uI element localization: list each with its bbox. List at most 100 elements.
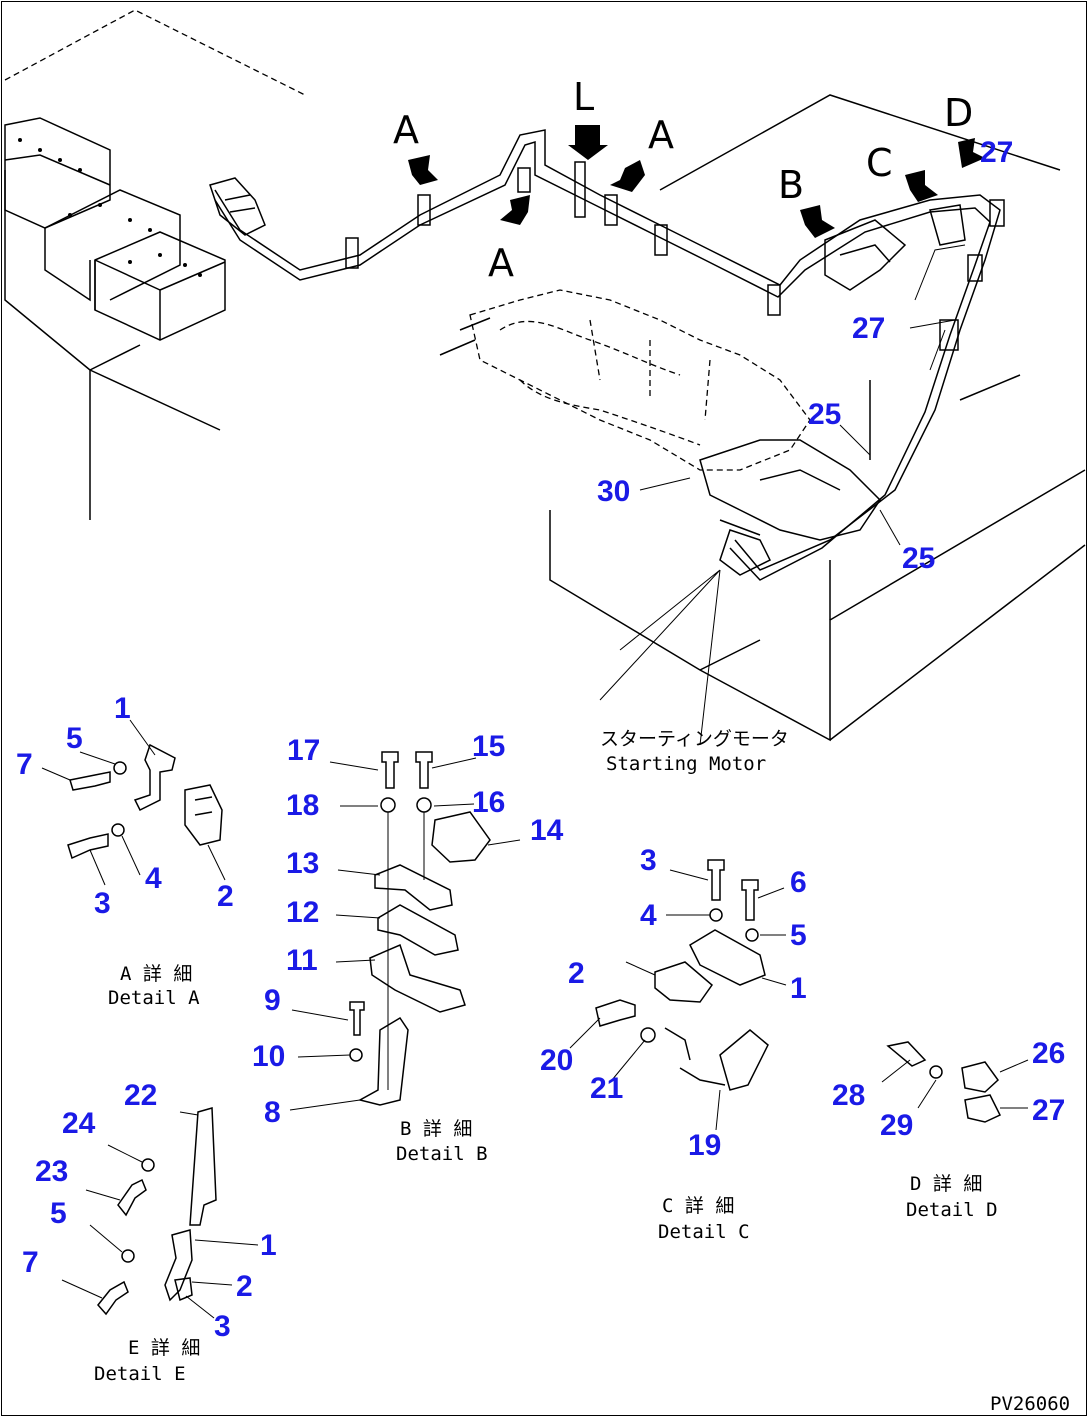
callout-e-5: 5 <box>50 1197 67 1230</box>
callout-b-14: 14 <box>530 814 564 847</box>
bracket-part <box>369 943 466 1013</box>
clamp-part <box>184 784 223 846</box>
bracket-part <box>719 1029 769 1091</box>
detail-c-caption-jp: C 詳 細 <box>662 1195 734 1217</box>
bracket-part <box>357 1016 409 1106</box>
arrow-label-d: D <box>944 91 973 135</box>
callout-b-11: 11 <box>286 944 318 977</box>
bracket-part <box>377 904 459 956</box>
callout-d-26: 26 <box>1032 1037 1065 1070</box>
callout-d-28: 28 <box>832 1079 865 1112</box>
frame-outline <box>4 170 91 520</box>
callout-e-23: 23 <box>35 1155 68 1188</box>
detail-b-caption-jp: B 詳 細 <box>400 1118 472 1140</box>
frame-outline <box>4 9 306 96</box>
detail-c: 3 6 4 5 2 1 20 21 19 C 詳 細 Detail C <box>540 844 807 1243</box>
bracket-part <box>374 864 453 911</box>
starting-motor-caption-en: Starting Motor <box>606 753 766 775</box>
bolt-part <box>415 751 433 789</box>
detail-d-caption-en: Detail D <box>906 1199 998 1221</box>
detail-a-caption-jp: A 詳 細 <box>120 963 192 985</box>
arrow-label-b: B <box>778 163 804 207</box>
callout-c-19: 19 <box>688 1129 721 1162</box>
callout-b-13: 13 <box>286 847 319 880</box>
bolt-part <box>69 771 111 791</box>
bolt-part <box>595 999 636 1027</box>
connector-blocks <box>209 177 966 291</box>
callout-c-21: 21 <box>590 1072 623 1105</box>
callout-b-10: 10 <box>252 1040 285 1073</box>
callout-b-8: 8 <box>264 1096 281 1129</box>
arrow-a1-icon <box>408 155 438 185</box>
bracket-part <box>164 1229 193 1302</box>
bolt-part <box>741 879 759 921</box>
frame-outline <box>829 544 1086 741</box>
detail-d-caption-jp: D 詳 細 <box>910 1173 982 1195</box>
wiring-harness <box>214 129 1001 581</box>
main-assembly-view: A A A L B C D 27 27 25 25 30 スターティングモータ … <box>4 9 1086 775</box>
arrow-label-l: L <box>573 75 594 119</box>
callout-b-15: 15 <box>472 730 505 763</box>
clamp-part <box>654 961 714 1003</box>
starting-motor-caption-jp: スターティングモータ <box>600 728 789 750</box>
bolt-part <box>886 1041 927 1067</box>
bolt-part <box>381 751 399 789</box>
bracket-part <box>189 1107 217 1226</box>
callout-e-2: 2 <box>236 1270 253 1303</box>
arrow-label-a3: A <box>648 113 674 157</box>
detail-d: 26 28 29 27 D 詳 細 Detail D <box>832 1037 1065 1221</box>
bolt-part <box>349 1001 365 1036</box>
detail-a-caption-en: Detail A <box>108 987 200 1009</box>
top-leaders <box>599 319 956 746</box>
arrow-c-icon <box>905 170 938 202</box>
callout-e-22: 22 <box>124 1079 157 1112</box>
engine <box>439 289 881 576</box>
callout-b-18: 18 <box>286 789 319 822</box>
battery-pack <box>4 117 226 341</box>
drawing-code: PV26060 <box>990 1393 1070 1415</box>
callout-top-25a: 25 <box>808 398 841 431</box>
clamp-part <box>961 1061 999 1093</box>
callout-c-4: 4 <box>640 899 657 932</box>
bolt-part <box>67 833 109 860</box>
callout-b-17: 17 <box>287 734 320 767</box>
callout-a-5: 5 <box>66 722 83 755</box>
washer-part <box>113 761 127 775</box>
arrow-label-c: C <box>866 141 893 185</box>
callout-top-25b: 25 <box>902 542 935 575</box>
callout-c-6: 6 <box>790 866 807 899</box>
bracket-part <box>133 743 176 812</box>
callout-c-3: 3 <box>640 844 657 877</box>
arrow-b-icon <box>800 205 835 238</box>
arrow-label-a1: A <box>393 108 419 152</box>
detail-e: 22 24 23 5 1 7 2 3 E 詳 細 Detail E <box>22 1079 277 1385</box>
callout-a-1: 1 <box>114 692 131 725</box>
callout-c-20: 20 <box>540 1044 573 1077</box>
callout-e-1: 1 <box>260 1229 277 1262</box>
callout-a-7: 7 <box>16 748 33 781</box>
arrow-d-icon <box>958 138 985 168</box>
callout-b-12: 12 <box>286 896 319 929</box>
callout-e-7: 7 <box>22 1246 39 1279</box>
callout-b-16: 16 <box>472 786 505 819</box>
frame-outline <box>699 560 831 671</box>
detail-c-caption-en: Detail C <box>658 1221 750 1243</box>
callout-top-27b: 27 <box>852 312 885 345</box>
callout-top-27a: 27 <box>980 136 1013 169</box>
clamp-part <box>174 1277 193 1302</box>
detail-b-caption-en: Detail B <box>396 1143 488 1165</box>
detail-e-caption-jp: E 詳 細 <box>128 1337 200 1359</box>
bolt-part <box>707 859 725 901</box>
clip-part <box>964 1094 1002 1123</box>
arrow-a3-icon <box>610 160 645 192</box>
arrow-l-icon <box>568 125 608 160</box>
clamp-part <box>431 811 491 863</box>
callout-c-1: 1 <box>790 972 807 1005</box>
view-arrows <box>408 125 985 238</box>
callout-a-3: 3 <box>94 887 111 920</box>
arrow-label-a2: A <box>488 241 514 285</box>
detail-a: 1 5 7 3 4 2 A 詳 細 Detail A <box>16 692 234 1009</box>
callout-top-30: 30 <box>597 475 630 508</box>
